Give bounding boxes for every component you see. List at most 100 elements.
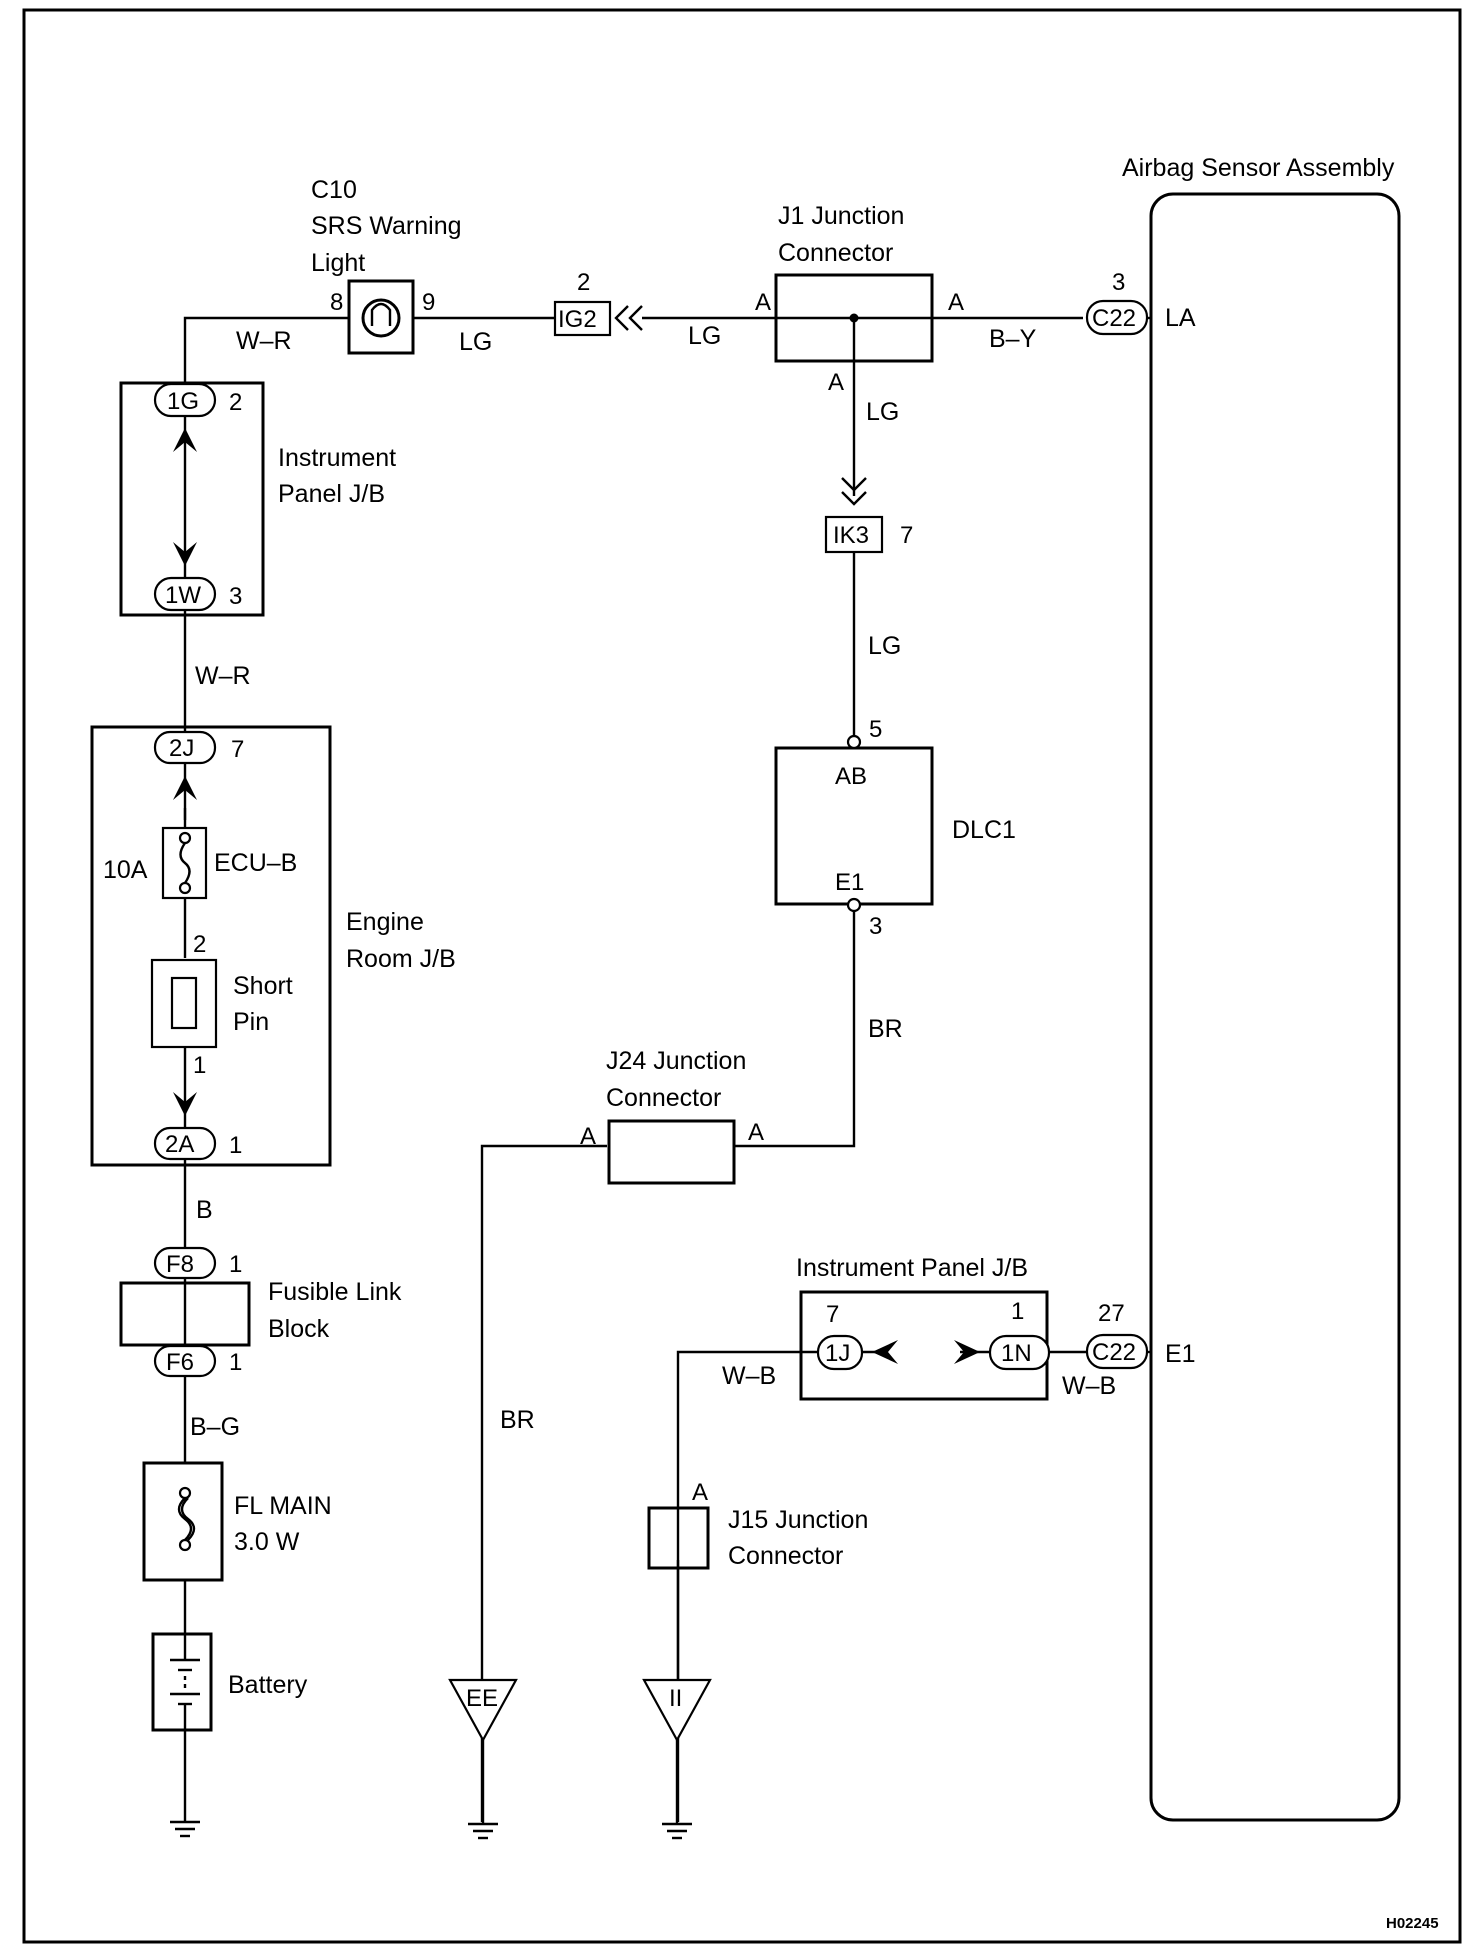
ig2-connector: IG2 2 bbox=[553, 269, 643, 337]
dlc1-pin-ab-num: 5 bbox=[869, 716, 882, 743]
j24-pin-right: A bbox=[748, 1119, 764, 1146]
dlc1-pin-e1: E1 bbox=[835, 869, 864, 896]
fusible-link-block: F8 1 Fusible Link Block F6 1 bbox=[119, 1246, 402, 1378]
er-jb-top-pin: 7 bbox=[231, 736, 244, 763]
diagram-code: H02245 bbox=[1386, 1915, 1439, 1932]
j1-junction-connector: J1 Junction Connector A A A bbox=[755, 202, 964, 396]
battery: Battery bbox=[151, 1632, 308, 1732]
short-pin-name: Short bbox=[233, 972, 293, 1000]
ip-jb-bottom-conn: 1W bbox=[165, 582, 201, 609]
wire-label-br-1: BR bbox=[868, 1015, 903, 1043]
c22-top-connector: C22 3 bbox=[1085, 269, 1149, 336]
srs-warning-light: C10 SRS Warning Light 8 9 bbox=[311, 176, 462, 355]
c22-bottom-pin: 27 bbox=[1098, 1300, 1125, 1327]
dlc1-pin-ab: AB bbox=[835, 763, 867, 790]
ip-jb2-right-pin: 1 bbox=[1011, 1298, 1024, 1325]
ground-ii-label: II bbox=[669, 1685, 682, 1712]
connector-arrow-icon bbox=[614, 305, 643, 331]
airbag-pin-e1: E1 bbox=[1165, 1340, 1196, 1368]
airbag-pin-la: LA bbox=[1165, 304, 1196, 332]
ig2-pin: 2 bbox=[577, 269, 590, 296]
j24-pin-left: A bbox=[580, 1123, 596, 1150]
arrow-left-icon bbox=[872, 1340, 898, 1364]
fusible-top-conn: F8 bbox=[166, 1251, 194, 1278]
ik3-label: IK3 bbox=[833, 522, 869, 549]
fl-main-name: FL MAIN bbox=[234, 1492, 332, 1520]
c22-top-pin: 3 bbox=[1112, 269, 1125, 296]
j24-junction-connector: J24 Junction Connector A A bbox=[580, 1047, 764, 1185]
ip-jb2-right-conn: 1N bbox=[1001, 1340, 1032, 1367]
ik3-connector: IK3 7 bbox=[824, 515, 913, 554]
dlc1-connector: 5 AB E1 3 DLC1 bbox=[774, 716, 1016, 940]
wire-label-b-y: B–Y bbox=[989, 325, 1037, 353]
fl-main-fuse: FL MAIN 3.0 W bbox=[142, 1461, 332, 1582]
ip-jb2-name: Instrument Panel J/B bbox=[796, 1254, 1028, 1282]
ground-triangle-icon bbox=[448, 1678, 518, 1743]
arrow-up-icon bbox=[173, 428, 197, 452]
fusible-name: Fusible Link bbox=[268, 1278, 402, 1306]
wire-label-w-r-mid: W–R bbox=[195, 662, 251, 690]
j1-pin-left: A bbox=[755, 289, 771, 316]
er-jb-bottom-pin: 1 bbox=[229, 1132, 242, 1159]
c22-top-label: C22 bbox=[1092, 305, 1136, 332]
arrow-down-icon bbox=[173, 542, 197, 566]
j1-pin-right: A bbox=[948, 289, 964, 316]
j1-name-2: Connector bbox=[778, 239, 893, 267]
dlc1-name: DLC1 bbox=[952, 816, 1016, 844]
wire-label-w-b-1: W–B bbox=[722, 1362, 776, 1390]
c10-name: SRS Warning bbox=[311, 212, 462, 240]
wire-label-w-b-2: W–B bbox=[1062, 1372, 1116, 1400]
battery-name: Battery bbox=[228, 1671, 308, 1699]
j1-name: J1 Junction bbox=[778, 202, 904, 230]
engine-room-jb: Engine Room J/B 2J 7 10A ECU–B 2 Short P… bbox=[90, 725, 456, 1167]
ground-ii: II bbox=[642, 1678, 712, 1840]
connector-arrow-icon bbox=[841, 477, 867, 506]
fl-main-rating: 3.0 W bbox=[234, 1528, 300, 1556]
wire-label-b: B bbox=[196, 1196, 213, 1224]
ip-jb-name: Instrument bbox=[278, 444, 396, 472]
er-jb-top-conn: 2J bbox=[169, 735, 194, 762]
short-pin-name-2: Pin bbox=[233, 1008, 269, 1036]
battery-icon bbox=[151, 1632, 213, 1732]
ip-jb-name-2: Panel J/B bbox=[278, 480, 385, 508]
c10-id: C10 bbox=[311, 176, 357, 204]
short-pin-bottom-num: 1 bbox=[193, 1052, 206, 1079]
ip-jb-top-pin: 2 bbox=[229, 389, 242, 416]
ip-jb-bottom-pin: 3 bbox=[229, 583, 242, 610]
j1-pin-bottom: A bbox=[828, 369, 844, 396]
airbag-sensor-assembly: Airbag Sensor Assembly LA E1 bbox=[1122, 154, 1401, 1822]
fuse-name: ECU–B bbox=[214, 849, 297, 877]
bulb-icon bbox=[370, 302, 392, 326]
er-jb-name: Engine bbox=[346, 908, 424, 936]
c22-bottom-label: C22 bbox=[1092, 1339, 1136, 1366]
c10-pin-9: 9 bbox=[422, 289, 435, 316]
fusible-bottom-conn: F6 bbox=[166, 1349, 194, 1376]
c10-pin-8: 8 bbox=[330, 289, 343, 316]
arrow-down-icon bbox=[173, 1092, 197, 1116]
ig2-label: IG2 bbox=[558, 306, 597, 333]
ground-ee-label: EE bbox=[466, 1685, 498, 1712]
j15-junction-connector: A J15 Junction Connector bbox=[647, 1479, 868, 1570]
j15-name-2: Connector bbox=[728, 1542, 843, 1570]
j15-name: J15 Junction bbox=[728, 1506, 868, 1534]
short-pin-top-num: 2 bbox=[193, 931, 206, 958]
fuse-amp: 10A bbox=[103, 856, 148, 884]
j24-name: J24 Junction bbox=[606, 1047, 746, 1075]
wire-label-br-2: BR bbox=[500, 1406, 535, 1434]
ip-jb-top-conn: 1G bbox=[167, 388, 199, 415]
j15-pin: A bbox=[692, 1479, 708, 1506]
c10-name-2: Light bbox=[311, 249, 365, 277]
fusible-bottom-pin: 1 bbox=[229, 1349, 242, 1376]
ground-ee: EE bbox=[448, 1678, 518, 1840]
fusible-link-icon bbox=[142, 1461, 224, 1582]
wire-label-lg-4: LG bbox=[868, 632, 901, 660]
ip-jb2-left-conn: 1J bbox=[825, 1340, 850, 1367]
wire-label-lg-3: LG bbox=[866, 398, 899, 426]
wire-label-w-r-top: W–R bbox=[236, 327, 292, 355]
c22-bottom-connector: C22 27 bbox=[1085, 1300, 1149, 1370]
fusible-top-pin: 1 bbox=[229, 1251, 242, 1278]
airbag-name: Airbag Sensor Assembly bbox=[1122, 154, 1395, 182]
wire-label-b-g: B–G bbox=[190, 1413, 240, 1441]
fusible-name-2: Block bbox=[268, 1315, 330, 1343]
